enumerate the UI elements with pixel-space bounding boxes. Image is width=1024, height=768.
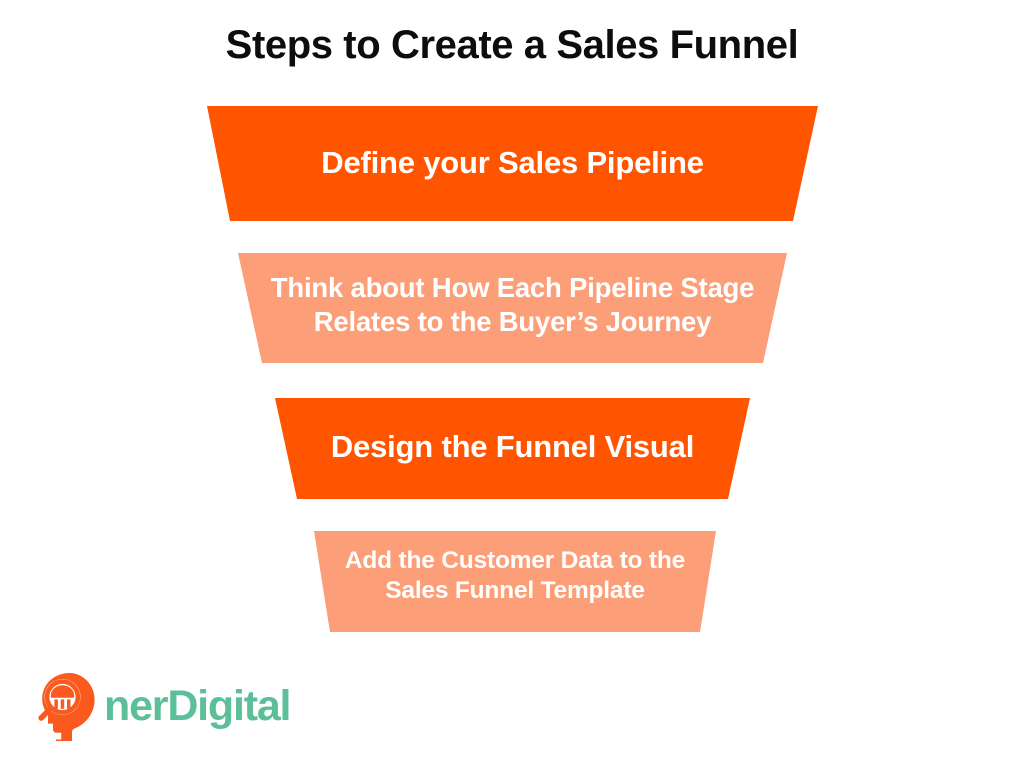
sales-funnel-diagram: Define your Sales Pipeline Think about H…	[207, 106, 818, 632]
logo-wordmark: nerDigital	[104, 681, 292, 730]
page-title: Steps to Create a Sales Funnel	[225, 23, 799, 67]
funnel-segment-1[interactable]	[207, 106, 818, 221]
funnel-segment-4[interactable]	[314, 531, 716, 632]
brand-logo: nerDigital	[36, 666, 296, 746]
funnel-segment-2[interactable]	[238, 253, 787, 363]
head-with-magnifying-glass-icon	[38, 673, 95, 741]
funnel-segment-3[interactable]	[275, 398, 750, 499]
funnel-shapes	[207, 106, 818, 632]
